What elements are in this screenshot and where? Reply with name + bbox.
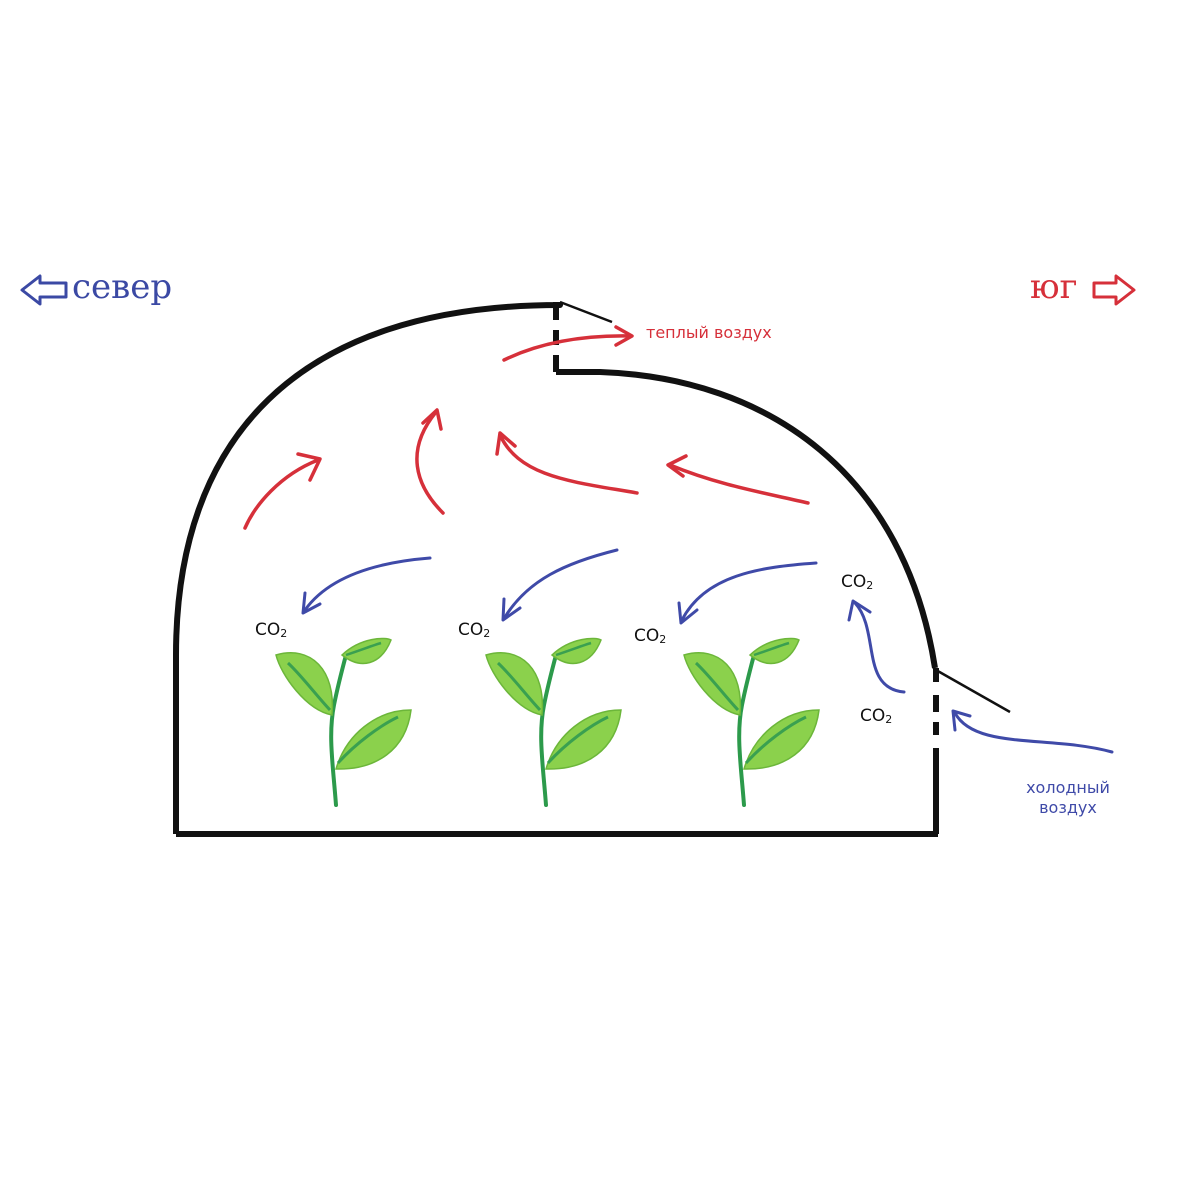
- warm-air-arrow-icon: [417, 410, 443, 513]
- co2-label: CO2: [634, 628, 666, 645]
- south-arrow-icon: [1094, 276, 1134, 304]
- top-vent-flap: [560, 302, 612, 322]
- cold-air-label: холодный воздух: [1010, 778, 1126, 818]
- cool-air-arrow-icon: [503, 550, 617, 620]
- warm-air-label: теплый воздух: [646, 325, 772, 341]
- co2-label: CO2: [255, 622, 287, 639]
- co2-label: CO2: [860, 708, 892, 725]
- cool-air-arrow-icon: [849, 601, 904, 692]
- warm-air-arrow-icon: [497, 433, 637, 493]
- cold-air-label-line1: холодный: [1026, 778, 1110, 797]
- south-label: юг: [1030, 270, 1077, 304]
- side-vent-flap: [936, 670, 1010, 712]
- cold-air-inflow-arrow-icon: [953, 711, 1112, 752]
- north-label: север: [72, 270, 172, 304]
- north-arrow-icon: [22, 276, 66, 304]
- co2-label: CO2: [458, 622, 490, 639]
- cold-air-label-line2: воздух: [1039, 798, 1097, 817]
- cool-air-arrow-icon: [303, 558, 430, 613]
- co2-label: CO2: [841, 574, 873, 591]
- plant-icon: [276, 639, 411, 805]
- cool-air-arrow-icon: [679, 563, 816, 623]
- plant-icon: [486, 639, 621, 805]
- warm-air-arrow-icon: [245, 454, 320, 528]
- warm-air-arrow-icon: [668, 456, 808, 503]
- plant-icon: [684, 639, 819, 805]
- warm-air-arrow-icon: [504, 327, 632, 360]
